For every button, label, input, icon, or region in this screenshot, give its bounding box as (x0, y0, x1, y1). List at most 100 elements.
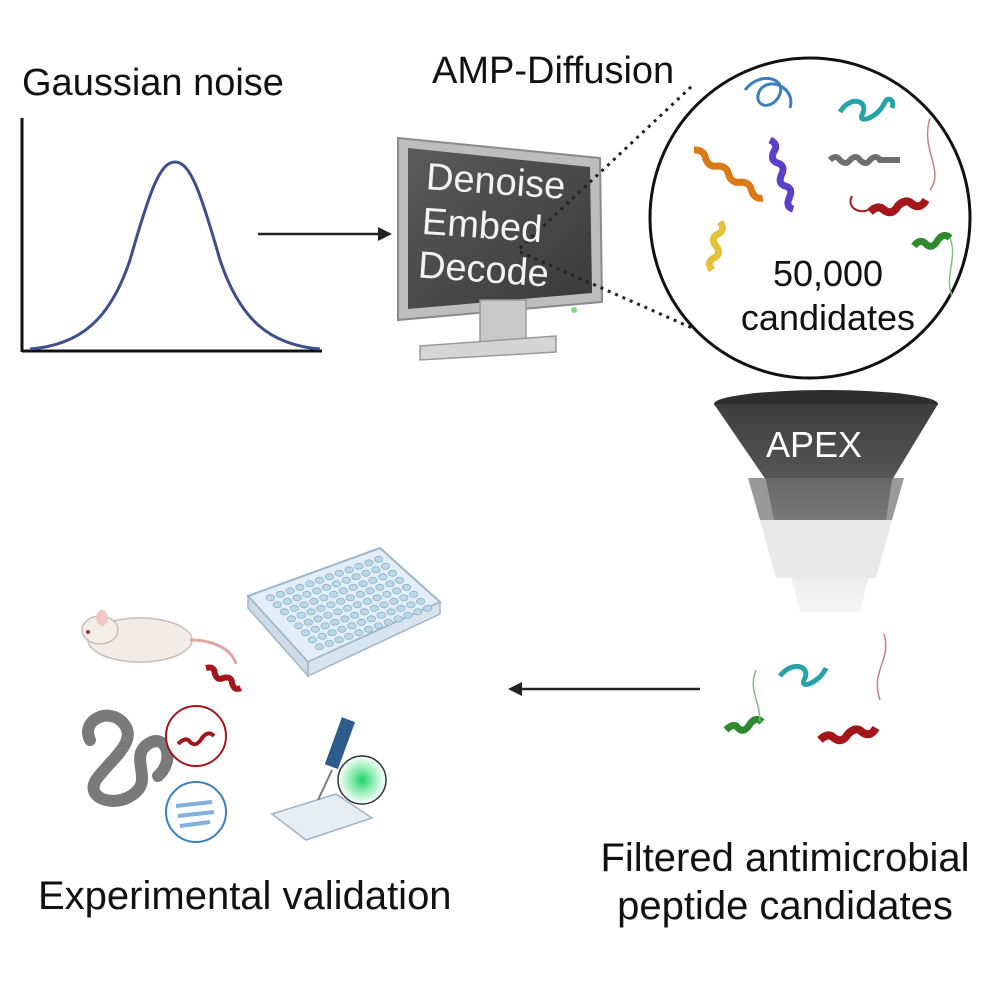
filtered-peptide-green-thread (752, 669, 761, 723)
well (289, 604, 299, 612)
well (324, 639, 334, 647)
well (327, 629, 337, 637)
well (309, 597, 319, 605)
apex-funnel (714, 390, 938, 612)
well (371, 566, 381, 574)
mouse-icon (81, 610, 238, 665)
well (334, 636, 344, 644)
well (392, 587, 402, 595)
well (355, 590, 365, 598)
well (321, 583, 332, 591)
well (341, 576, 351, 584)
well (340, 615, 350, 623)
peptide-orange (693, 146, 764, 202)
well (365, 587, 375, 595)
well (399, 594, 409, 602)
well (361, 569, 371, 577)
well (364, 559, 374, 567)
well (296, 611, 306, 619)
peptide-red-thread (926, 117, 936, 191)
well (413, 608, 423, 616)
well (373, 555, 384, 563)
filtered-peptide-red (817, 725, 880, 745)
well (386, 608, 396, 616)
well (344, 632, 354, 640)
arrow-to-validation (508, 682, 700, 696)
well (307, 636, 317, 644)
well (387, 569, 398, 577)
well (316, 604, 326, 612)
candidates-word: candidates (740, 297, 916, 338)
peptide-gray (827, 154, 900, 166)
well (306, 608, 316, 616)
well (372, 594, 382, 602)
well (285, 587, 295, 595)
well (422, 604, 433, 612)
peptide-cyan (837, 96, 896, 122)
well (323, 611, 333, 619)
well (335, 597, 346, 605)
amp-diffusion-label: AMP-Diffusion (432, 50, 675, 92)
well (356, 618, 367, 626)
filtered-candidates-label: Filtered antimicrobial peptide candidate… (580, 834, 990, 930)
well (382, 590, 392, 598)
well (354, 562, 364, 570)
well (314, 643, 324, 651)
well (299, 601, 309, 609)
well (331, 580, 341, 588)
peptide-loop-blue (743, 77, 793, 109)
well (393, 615, 403, 623)
well (275, 590, 285, 598)
well (319, 594, 329, 602)
gaussian-curve (29, 160, 321, 351)
well (279, 608, 289, 616)
well (313, 615, 323, 623)
monitor-step-decode: Decode (416, 244, 551, 296)
well-plate-icon (246, 546, 442, 678)
well (383, 618, 393, 626)
peptide-structures (693, 77, 954, 297)
well (328, 590, 339, 598)
well (320, 622, 330, 630)
well (310, 625, 320, 633)
well (333, 608, 343, 616)
well (351, 573, 361, 581)
well (337, 625, 347, 633)
well (305, 580, 315, 588)
well (295, 583, 305, 591)
filtered-peptide-red-thread (876, 633, 887, 701)
well (408, 590, 419, 598)
filtered-peptide-green (723, 715, 765, 734)
well (265, 594, 275, 602)
well (389, 597, 399, 605)
arrow-to-monitor (258, 227, 392, 241)
peptide-red-tail (849, 195, 869, 213)
well (334, 569, 344, 577)
well (394, 576, 405, 584)
gaussian-noise-label: Gaussian noise (22, 62, 284, 104)
well (292, 594, 302, 602)
well (358, 580, 368, 588)
well (349, 611, 360, 619)
filtered-peptide-cyan (778, 664, 829, 687)
well (312, 587, 322, 595)
well (293, 622, 303, 630)
well (342, 604, 353, 612)
well (354, 629, 364, 637)
well (378, 573, 388, 581)
protein-tangle-icon (82, 705, 227, 843)
well (282, 597, 292, 605)
peptide-purple (768, 136, 795, 213)
filtered-line-1: Filtered antimicrobial (600, 836, 970, 880)
well (352, 601, 362, 609)
well (380, 562, 391, 570)
mouse-peptide-red (205, 664, 242, 692)
experimental-validation-label: Experimental validation (38, 874, 452, 918)
pipette-assay-icon (270, 717, 387, 841)
well (345, 594, 355, 602)
well (403, 611, 413, 619)
well (406, 601, 416, 609)
well (317, 632, 327, 640)
well (401, 583, 412, 591)
candidates-count-label: 50,000 candidates (720, 252, 936, 340)
